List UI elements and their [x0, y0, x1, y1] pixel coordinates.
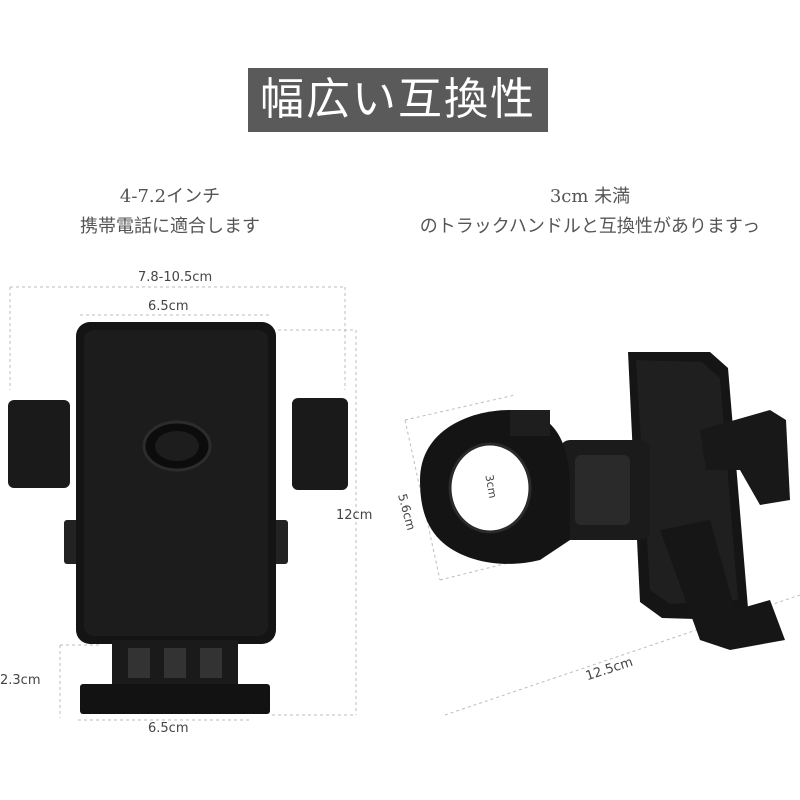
holder-face [84, 330, 268, 636]
base-slot-left [128, 648, 150, 678]
base-slot-middle [164, 648, 186, 678]
pivot-joint-ridges [575, 455, 630, 525]
left-caption: 4-7.2インチ 携帯電話に適合します [40, 182, 300, 242]
center-knob-inner [155, 431, 199, 461]
base-slot-right [200, 648, 222, 678]
upper-arm [700, 410, 790, 505]
title-banner: 幅広い互換性 [248, 68, 548, 132]
dim-base-height: 2.3cm [0, 673, 41, 688]
left-dimension-lines [9, 286, 357, 721]
dim-top-width: 6.5cm [148, 299, 189, 314]
dim-total-width: 7.8-10.5cm [138, 270, 213, 285]
phone-holder-side [404, 352, 800, 716]
left-caption-line2: 携帯電話に適合します [80, 216, 260, 237]
dim-base-width: 6.5cm [148, 721, 189, 736]
right-caption: 3cm 未満 のトラックハンドルと互換性がありますっ [380, 182, 800, 242]
right-caption-line1: 3cm 未満 [549, 186, 631, 207]
dim-height: 12cm [336, 508, 373, 523]
right-caption-line2: のトラックハンドルと互換性がありますっ [419, 216, 761, 237]
right-arm [292, 398, 348, 490]
lower-arm [660, 520, 785, 650]
clamp-screw [510, 410, 550, 436]
phone-holder-front [8, 286, 357, 721]
base-foot [80, 684, 270, 714]
left-arm [8, 400, 70, 488]
clamp-opening-rim [448, 442, 532, 534]
left-caption-line1: 4-7.2インチ [119, 186, 221, 207]
clamp-opening [450, 444, 530, 532]
